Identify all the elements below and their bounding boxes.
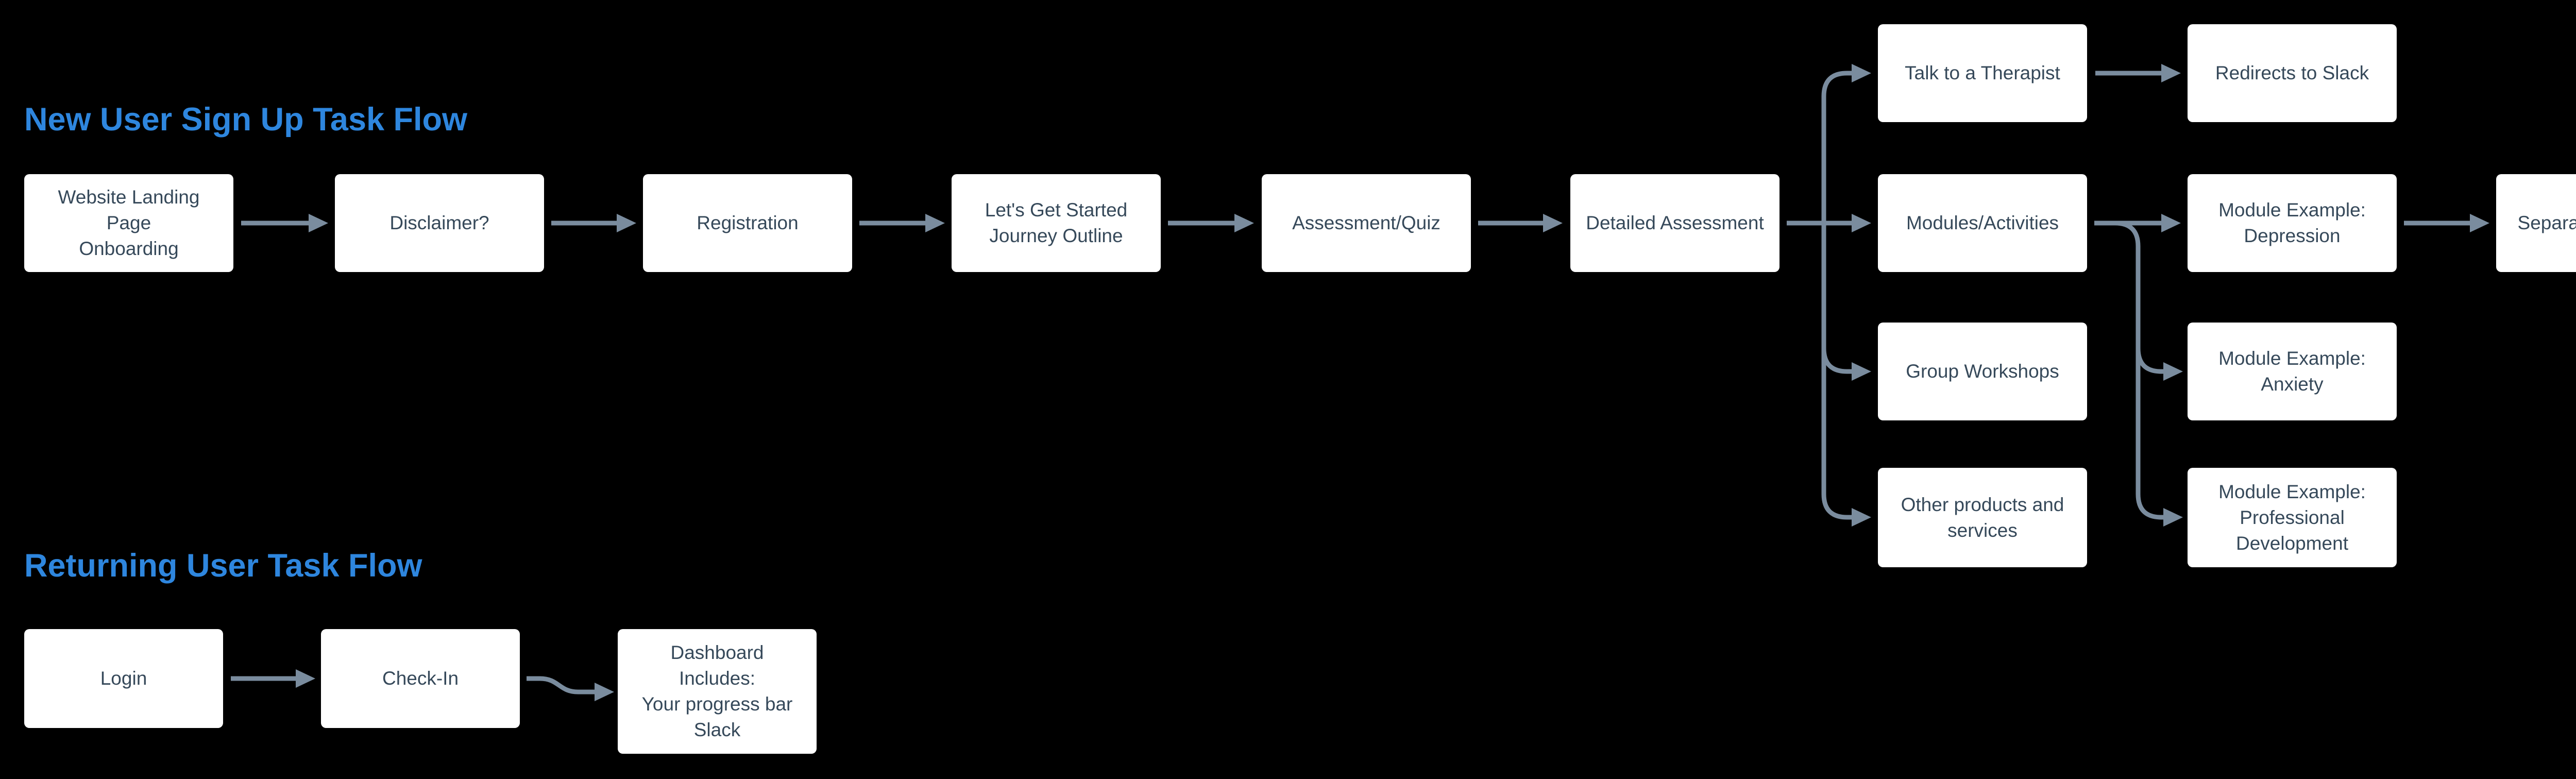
connector-branch-down-to-other-products [1821, 223, 1871, 527]
node-talk-to-a-therapist[interactable]: Talk to a Therapist [1878, 24, 2087, 122]
node-module-example-professional-development[interactable]: Module Example: Professional Development [2188, 468, 2397, 567]
node-registration[interactable]: Registration [643, 174, 852, 272]
node-check-in[interactable]: Check-In [321, 629, 520, 728]
node-module-example-anxiety[interactable]: Module Example: Anxiety [2188, 323, 2397, 420]
node-modules-activities[interactable]: Modules/Activities [1878, 174, 2087, 272]
node-detailed-assessment[interactable]: Detailed Assessment [1570, 174, 1780, 272]
flow-title-new-user-sign-up: New User Sign Up Task Flow [24, 101, 468, 138]
node-redirects-to-slack[interactable]: Redirects to Slack [2188, 24, 2397, 122]
node-website-landing-page-onboarding[interactable]: Website Landing Page Onboarding [24, 174, 233, 272]
connector-branch-to-group-workshops [1821, 348, 1871, 381]
flow-title-returning-user: Returning User Task Flow [24, 548, 422, 584]
node-login[interactable]: Login [24, 629, 223, 728]
connector-modules-down-to-professional [2114, 221, 2183, 527]
node-dashboard[interactable]: Dashboard Includes: Your progress bar Sl… [618, 629, 817, 754]
node-module-example-depression[interactable]: Module Example: Depression [2188, 174, 2397, 272]
node-other-products-and-services[interactable]: Other products and services [1878, 468, 2087, 567]
connector-checkin-to-dashboard [527, 676, 614, 701]
connector-branch-up-to-therapist [1821, 64, 1871, 223]
node-disclaimer[interactable]: Disclaimer? [335, 174, 544, 272]
node-lets-get-started-journey-outline[interactable]: Let's Get Started Journey Outline [952, 174, 1161, 272]
node-separate-activities[interactable]: Separate activities? [2496, 174, 2576, 272]
node-group-workshops[interactable]: Group Workshops [1878, 323, 2087, 420]
connector-branch-to-anxiety [2136, 348, 2183, 381]
node-assessment-quiz[interactable]: Assessment/Quiz [1262, 174, 1471, 272]
